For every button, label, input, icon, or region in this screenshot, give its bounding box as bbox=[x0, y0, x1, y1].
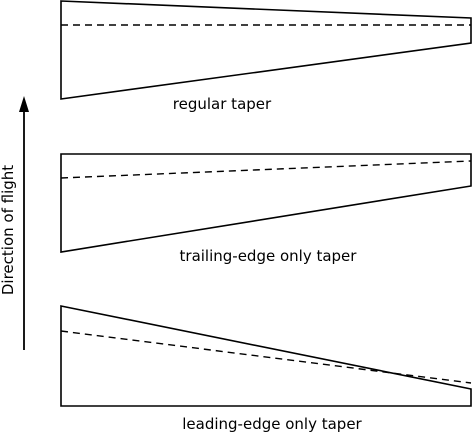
wing-leading-outline bbox=[60, 305, 472, 407]
caption-leading-edge-taper: leading-edge only taper bbox=[182, 415, 362, 433]
direction-arrow-head bbox=[19, 96, 29, 112]
wing-leading-quarter-chord-line bbox=[60, 330, 472, 384]
wing-trailing-edge-taper bbox=[60, 153, 472, 253]
direction-arrow bbox=[19, 96, 29, 350]
wing-regular-taper bbox=[60, 0, 472, 100]
wing-trailing-outline bbox=[60, 153, 472, 253]
caption-trailing-edge-taper: trailing-edge only taper bbox=[180, 247, 358, 265]
direction-of-flight-label: Direction of flight bbox=[0, 165, 17, 295]
caption-regular-taper: regular taper bbox=[173, 95, 272, 113]
wing-regular-outline bbox=[60, 0, 472, 100]
wing-trailing-quarter-chord-line bbox=[60, 160, 472, 179]
wing-leading-edge-taper bbox=[60, 305, 472, 407]
